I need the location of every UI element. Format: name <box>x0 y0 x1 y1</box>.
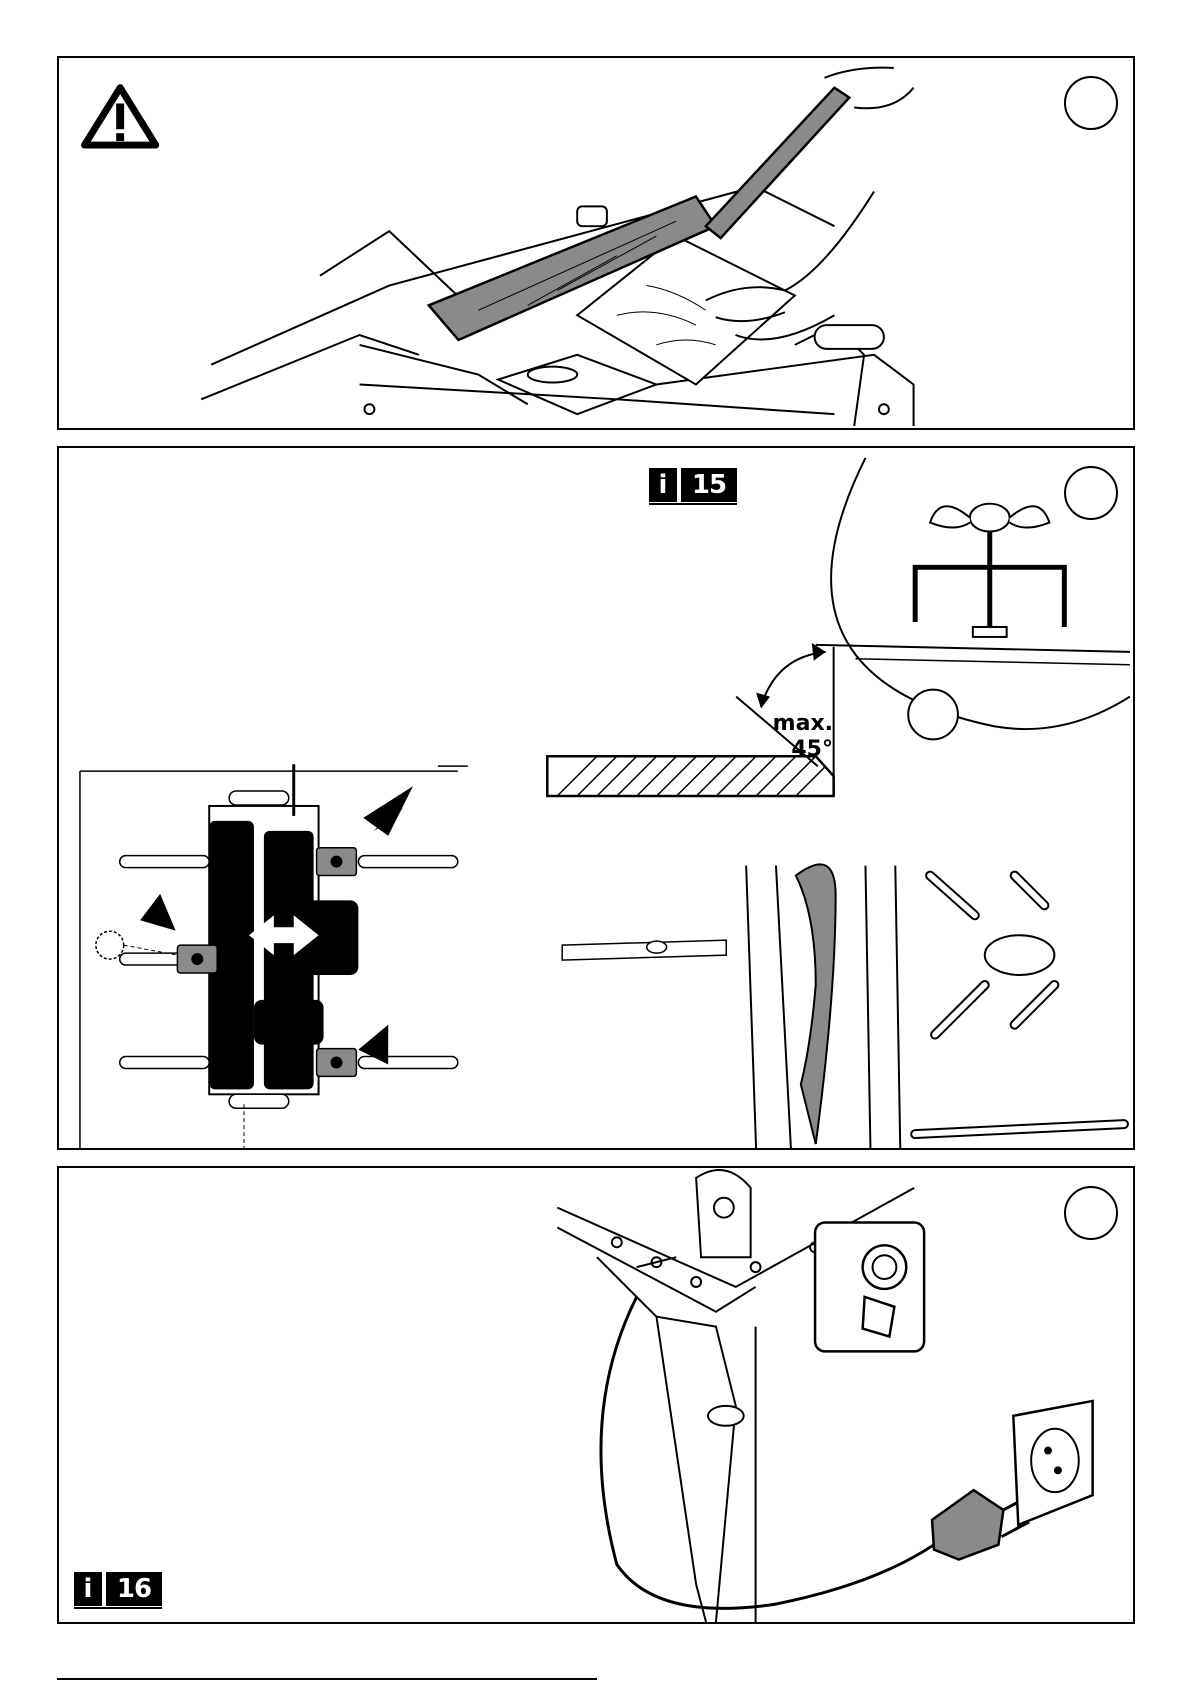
book-info-letter: i <box>74 1572 102 1606</box>
detail-marker-circle <box>908 690 958 740</box>
step-number-badge <box>1064 466 1118 520</box>
guard-plan-view <box>80 764 468 1148</box>
book-info-letter: i <box>649 468 677 502</box>
saw-table-blade-view <box>562 864 1124 1148</box>
bevel-adjustment-illustration <box>59 448 1133 1148</box>
step-number-badge <box>1064 76 1118 130</box>
push-stick-illustration <box>59 58 1133 428</box>
book-page-number: 15 <box>681 468 737 502</box>
angle-max-text: max. <box>759 711 833 737</box>
bevel-angle-label: max. 45° <box>759 711 833 763</box>
wall-socket <box>1013 1401 1092 1525</box>
switch-box <box>815 1223 924 1352</box>
step-number-badge <box>1064 1186 1118 1240</box>
angle-degree-text: 45° <box>759 737 833 763</box>
panel-bevel-adjustment: i 15 max. 45° <box>57 446 1135 1150</box>
footer-rule <box>57 1678 597 1680</box>
warning-triangle-icon <box>85 88 156 145</box>
book-page-number: 16 <box>106 1572 162 1606</box>
book-reference-icon: i 16 <box>74 1572 162 1612</box>
book-reference-icon: i 15 <box>649 468 737 508</box>
power-connection-illustration <box>59 1168 1133 1622</box>
panel-power-connection: i 16 <box>57 1166 1135 1624</box>
panel-push-stick <box>57 56 1135 430</box>
